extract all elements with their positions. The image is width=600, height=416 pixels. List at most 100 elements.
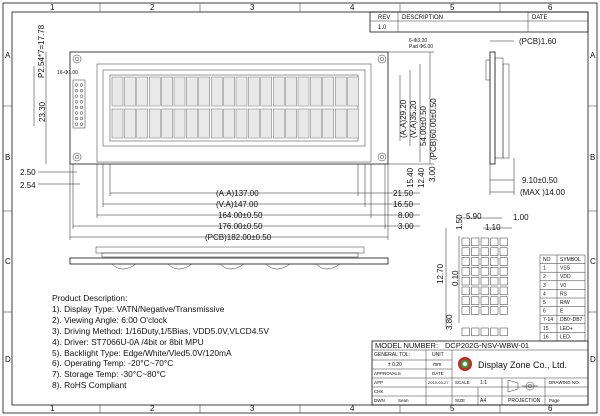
svg-text:SIZE: SIZE (455, 398, 465, 403)
description-line: 7). Storage Temp: -30°C~80°C (52, 369, 166, 380)
pin-header (72, 79, 86, 129)
matrix-dot (480, 237, 489, 247)
col-label: 1 (50, 404, 55, 413)
matrix-dot (480, 286, 489, 296)
pin-symbol: LED- (560, 334, 572, 340)
pin-number: 1 (543, 266, 546, 272)
character-cell (273, 108, 285, 139)
character-cell (173, 76, 186, 107)
header-pin (74, 88, 79, 93)
col-label: 4 (350, 404, 355, 413)
horizontal-dimensions (38, 164, 420, 240)
matrix-dot (471, 286, 480, 296)
matrix-dot (499, 237, 508, 247)
character-cell (111, 108, 124, 139)
dim-5-90: 5.90 (466, 212, 482, 221)
matrix-dot (461, 296, 470, 305)
character-cell (186, 76, 198, 107)
header-pin (74, 122, 79, 126)
matrix-dot (480, 247, 489, 256)
character-cell (124, 108, 136, 139)
character-detail: 5.90 1.00 1.10 1.50 12.70 0.10 3.80 (436, 212, 529, 337)
cursor-dot (461, 327, 470, 337)
svg-text:Sean: Sean (398, 398, 409, 403)
svg-text:SCALE: SCALE (455, 380, 470, 385)
character-cell (210, 108, 223, 139)
svg-text:1:1: 1:1 (480, 380, 487, 386)
matrix-dot (490, 296, 499, 305)
header-pin (79, 111, 84, 115)
character-cell (273, 76, 285, 107)
dim-pcb-height: (PCB)60.00±0.50 (429, 98, 438, 160)
col-label: 2 (150, 404, 155, 413)
matrix-dot (471, 267, 480, 276)
vertical-dimensions (33, 51, 434, 165)
lcd-side-view: (PCB)1.60 9.10±0.50 (MAX )14.00 (485, 37, 565, 197)
header-pin (79, 100, 84, 104)
svg-text:REV: REV (378, 15, 390, 21)
dim-2-54: 2.54 (20, 181, 36, 190)
matrix-dot (480, 296, 489, 305)
dim-max-depth: (MAX )14.00 (520, 188, 565, 197)
header-pin (74, 116, 79, 121)
dim-21-50: 21.50 (393, 189, 414, 198)
dim-va-height: (V.A)35.20 (409, 100, 418, 138)
character-cell (148, 76, 161, 107)
header-pin (79, 122, 84, 126)
dim-8-00: 8.00 (398, 211, 414, 220)
col-label: 3 (250, 3, 255, 12)
pin-number: 16 (543, 334, 549, 340)
header-pin (74, 83, 79, 87)
dim-side-depth: 9.10±0.50 (522, 176, 558, 185)
matrix-dot (461, 237, 470, 247)
pin-symbol: V0 (560, 283, 566, 289)
svg-text:1.0: 1.0 (378, 25, 387, 31)
character-grid (111, 76, 359, 139)
character-cell (322, 108, 334, 139)
character-cell (248, 76, 260, 107)
row-label: D (590, 355, 596, 364)
description-line: 8). RoHS Compliant (52, 380, 127, 391)
pin-number: 6 (543, 309, 546, 315)
cursor-dot (490, 327, 499, 337)
svg-text:DWN: DWN (374, 398, 385, 403)
matrix-dot (490, 237, 499, 247)
pin-symbol: VDD (560, 274, 571, 280)
matrix-dot (480, 276, 489, 286)
character-cell (161, 108, 173, 139)
description-line: 4). Driver: ST7066U-0A /4bit or 8bit MPU (52, 336, 204, 347)
col-label: 5 (450, 3, 455, 12)
matrix-dot (461, 257, 470, 266)
svg-text:DRAWING NO.: DRAWING NO. (549, 380, 580, 385)
character-cell (285, 108, 297, 139)
character-cell (322, 76, 334, 107)
pin-symbol: RS (560, 291, 568, 297)
pin-number: 5 (543, 300, 546, 306)
model-label: MODEL NUMBER: (375, 341, 438, 350)
character-cell (136, 76, 149, 107)
character-cell (335, 76, 347, 107)
matrix-dot (471, 237, 480, 247)
svg-text:GENERAL TOL:: GENERAL TOL: (374, 352, 410, 358)
description-line: 3). Driving Method: 1/16Duty,1/5Bias, VD… (52, 325, 269, 336)
matrix-dot (461, 286, 470, 296)
company-name: Display Zone Co., Ltd. (478, 360, 567, 370)
dim-pcb-thick: (PCB)1.60 (519, 37, 557, 46)
matrix-dot (499, 257, 508, 266)
dim-1-00: 1.00 (513, 213, 529, 222)
header-pin (74, 105, 79, 110)
character-cell (136, 108, 149, 139)
row-label: A (590, 51, 596, 60)
row-label: C (5, 257, 11, 266)
character-cell (111, 76, 124, 107)
col-label: 6 (548, 404, 553, 413)
dim-164: 164.00±0.50 (218, 211, 263, 220)
pin-symbol: DB0~DB7 (560, 317, 583, 323)
character-cell (148, 108, 161, 139)
header-pin (79, 83, 84, 87)
dim-176: 176.00±0.50 (218, 222, 263, 231)
dim-pad-label: Pad Φ6.00 (409, 44, 433, 50)
matrix-dot (490, 247, 499, 256)
dim-1-50: 1.50 (455, 214, 464, 230)
